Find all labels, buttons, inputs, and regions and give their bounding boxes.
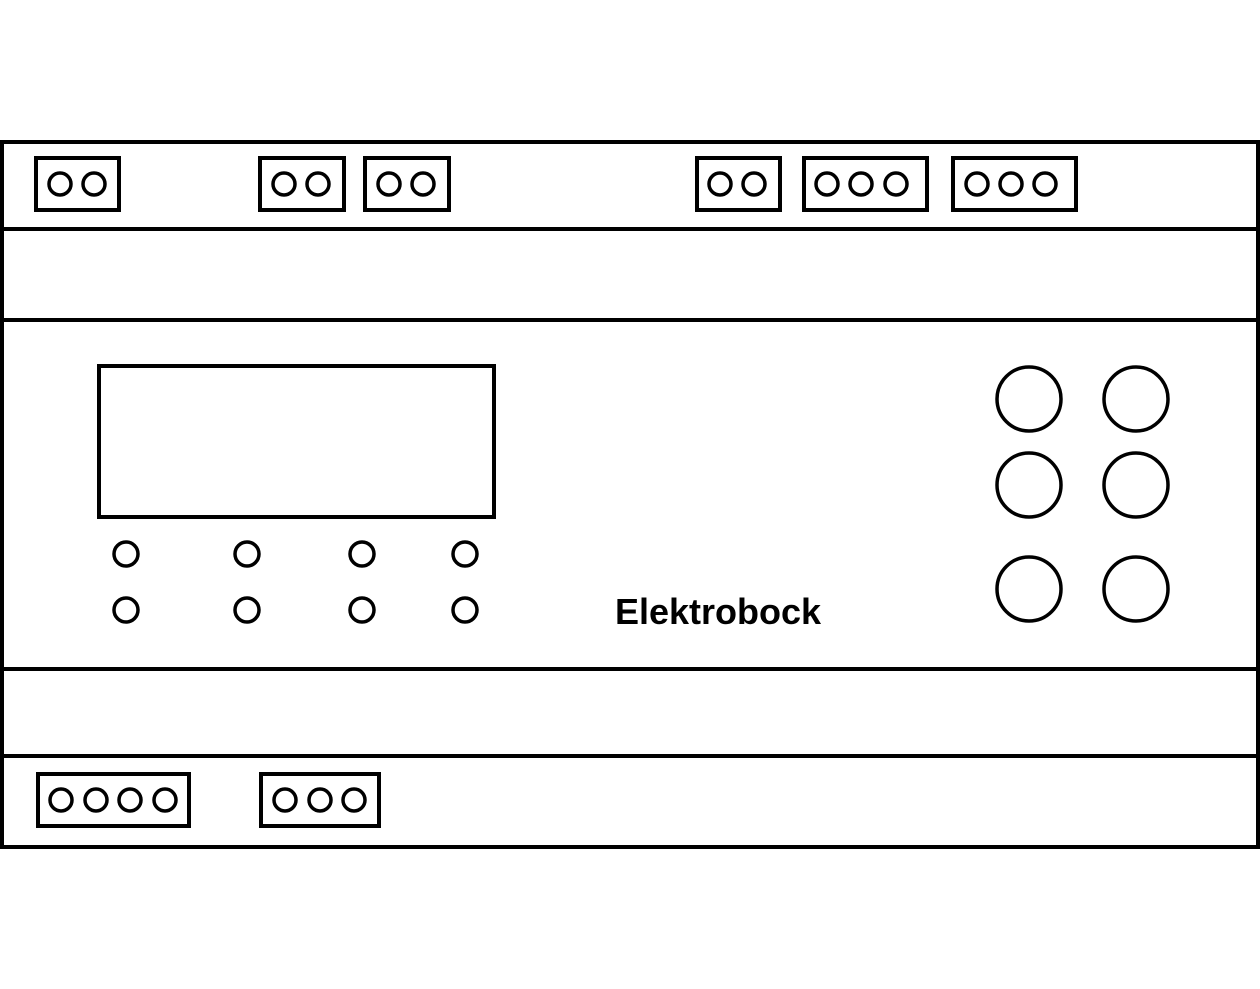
control-button-5[interactable] [995, 555, 1063, 623]
brand-label: Elektrobock [615, 591, 822, 632]
terminal-screw [964, 171, 990, 197]
terminal-block-top-1 [34, 156, 121, 212]
terminal-screw [305, 171, 331, 197]
terminal-screw [307, 787, 333, 813]
led-indicator [348, 596, 376, 624]
terminal-screw [883, 171, 909, 197]
terminal-screw [741, 171, 767, 197]
led-indicator [451, 596, 479, 624]
led-indicator [233, 540, 261, 568]
terminal-screw [998, 171, 1024, 197]
terminal-screw [47, 171, 73, 197]
terminal-screw [376, 171, 402, 197]
lcd-display [97, 364, 496, 519]
terminal-screw [1032, 171, 1058, 197]
led-indicator-grid [112, 540, 479, 624]
terminal-block-top-3 [363, 156, 451, 212]
control-button-3[interactable] [995, 451, 1063, 519]
terminal-screw [117, 787, 143, 813]
terminal-block-top-2 [258, 156, 346, 212]
terminal-screw [707, 171, 733, 197]
control-button-4[interactable] [1102, 451, 1170, 519]
led-indicator [233, 596, 261, 624]
terminal-block-top-4 [695, 156, 782, 212]
control-button-6[interactable] [1102, 555, 1170, 623]
led-indicator [112, 596, 140, 624]
terminal-block-bottom-2 [259, 772, 381, 828]
terminal-screw [410, 171, 436, 197]
terminal-screw [83, 787, 109, 813]
terminal-screw [814, 171, 840, 197]
terminal-block-top-6 [951, 156, 1078, 212]
terminal-screw [272, 787, 298, 813]
led-indicator [112, 540, 140, 568]
top-terminal-row [34, 156, 1078, 212]
terminal-screw [81, 171, 107, 197]
terminal-screw [152, 787, 178, 813]
bottom-terminal-row [36, 772, 381, 828]
control-button-1[interactable] [995, 365, 1063, 433]
terminal-screw [341, 787, 367, 813]
terminal-block-top-5 [802, 156, 929, 212]
led-indicator [451, 540, 479, 568]
control-button-grid[interactable] [995, 365, 1170, 623]
terminal-block-bottom-1 [36, 772, 191, 828]
terminal-screw [48, 787, 74, 813]
terminal-screw [848, 171, 874, 197]
terminal-screw [271, 171, 297, 197]
device-housing [0, 140, 1260, 849]
led-indicator [348, 540, 376, 568]
control-button-2[interactable] [1102, 365, 1170, 433]
